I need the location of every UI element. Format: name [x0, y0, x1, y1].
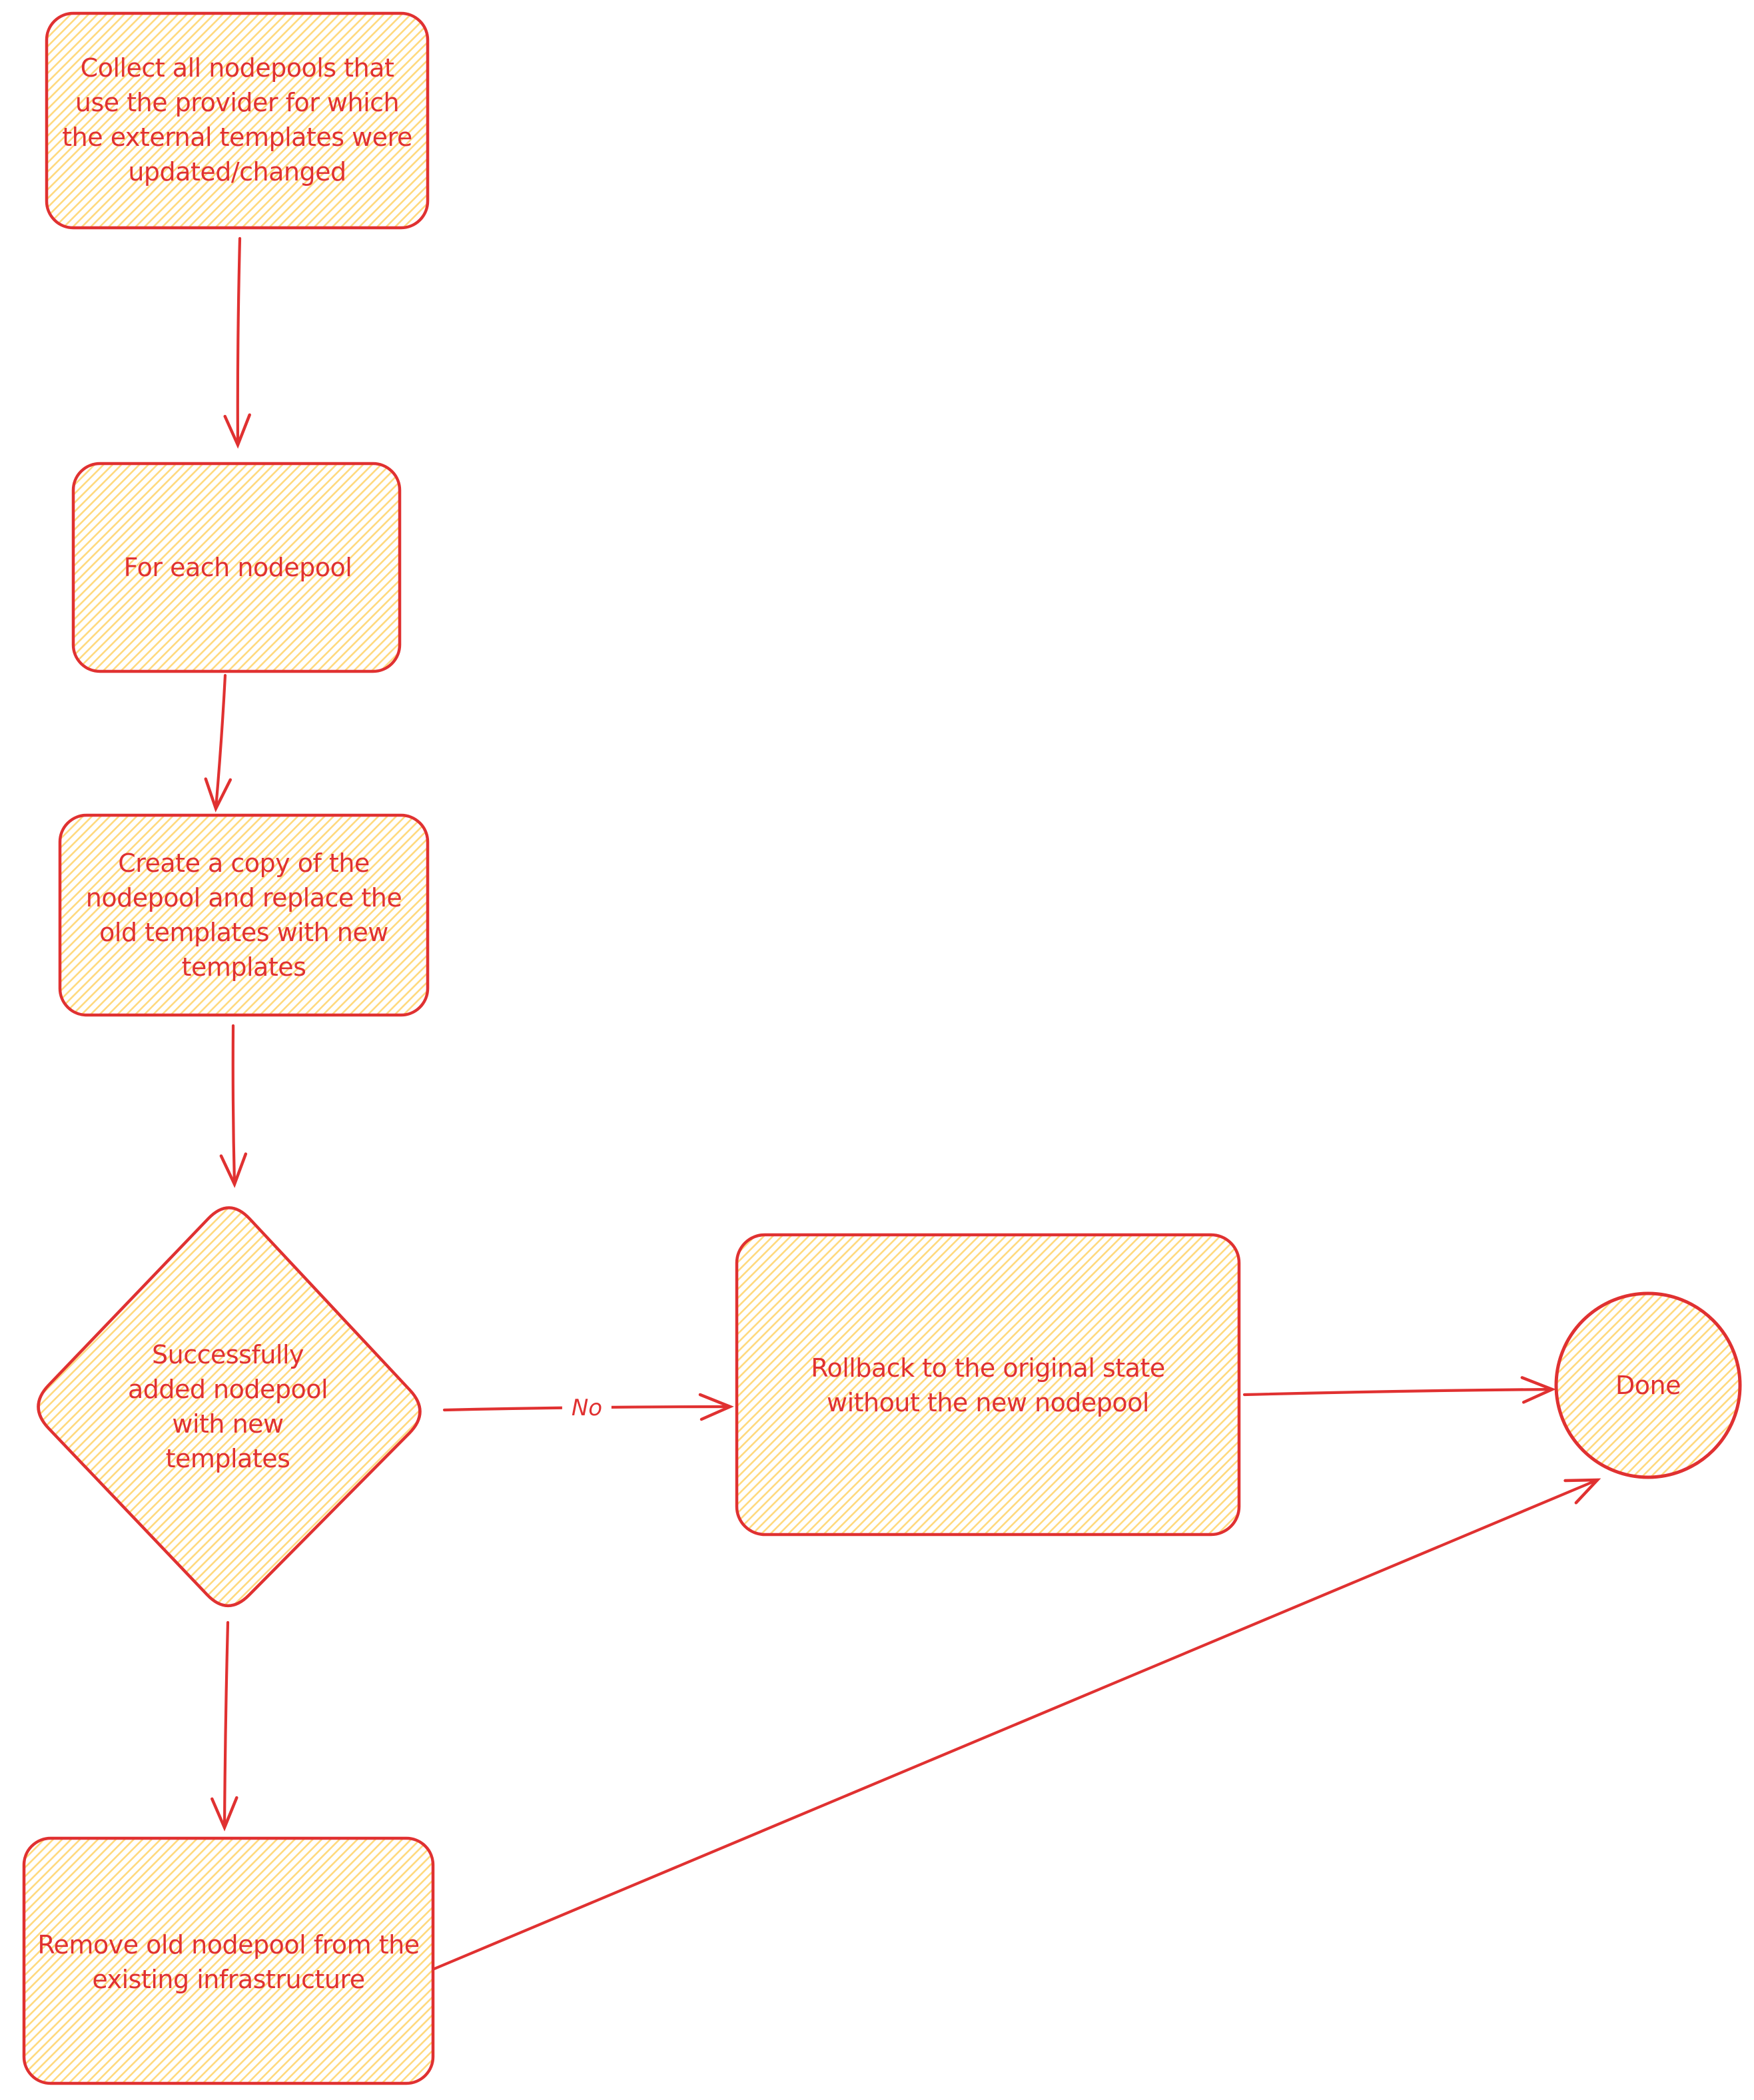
edge-create-to-decision — [219, 1024, 248, 1188]
node-rollback — [735, 1233, 1241, 1537]
node-create-copy — [58, 813, 430, 1017]
edge-collect-to-foreach — [223, 236, 251, 449]
edge-decision-to-remove — [211, 1620, 238, 1832]
edge-decision-no-to-rollback — [442, 1393, 734, 1421]
node-collect-nodepools — [45, 11, 430, 230]
node-done — [1554, 1291, 1742, 1479]
edge-foreach-to-create — [204, 673, 232, 813]
node-for-each-nodepool — [71, 462, 402, 673]
edge-remove-to-done — [432, 1478, 1601, 1971]
edge-rollback-to-done — [1242, 1376, 1556, 1404]
node-remove-old-nodepool — [22, 1836, 435, 2085]
decision-success-diamond — [37, 1206, 422, 1607]
